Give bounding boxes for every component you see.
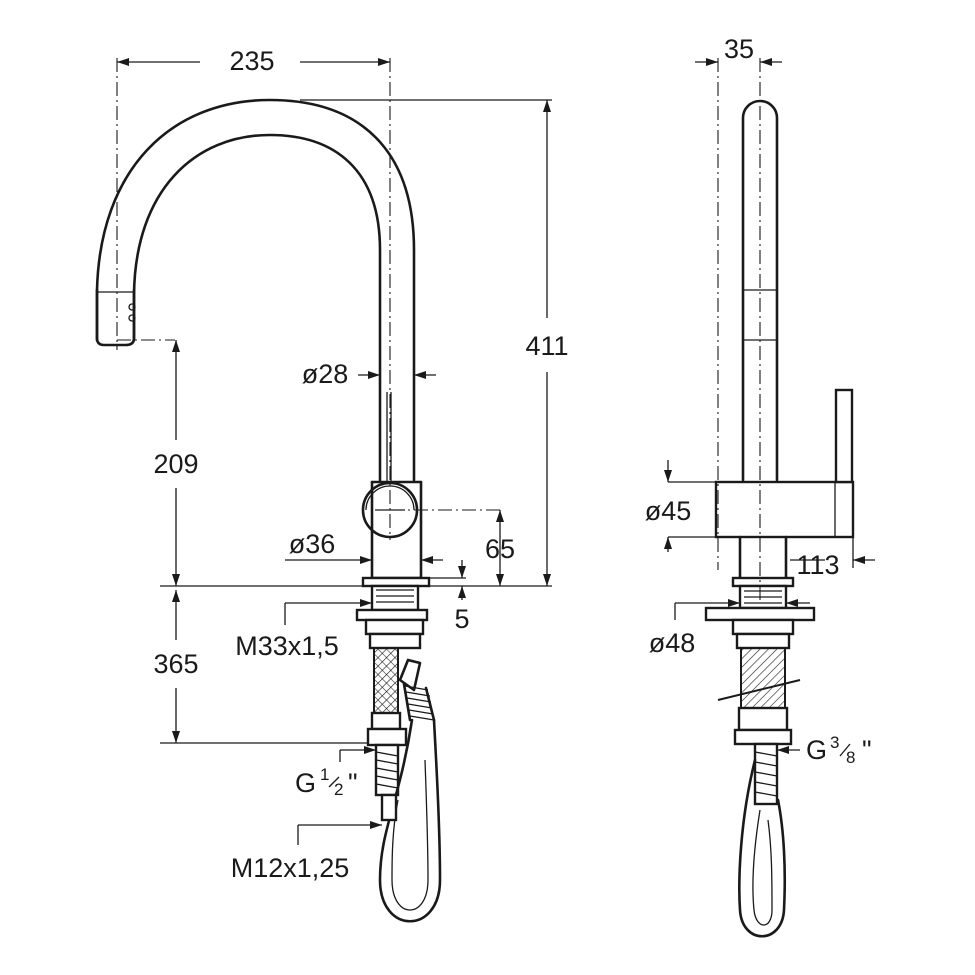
dim-hose-365: 365	[153, 590, 368, 744]
dim-hose-thread: M12x1,25	[231, 821, 382, 883]
dim-width-235: 235	[117, 46, 390, 76]
label-113: 113	[796, 550, 839, 580]
spring-coil	[402, 682, 436, 722]
dim-thread-m33: M33x1,5	[235, 599, 372, 661]
dim-side-35: 35	[695, 34, 782, 66]
label-frac-bottom: 2	[334, 780, 343, 799]
dim-spout-diameter: ø28	[302, 359, 436, 389]
label-209: 209	[153, 449, 198, 479]
dim-side-diameter-45: ø45	[645, 460, 716, 552]
dim-connection-g12: G 1 2 "	[295, 746, 376, 799]
label-o48: ø48	[649, 628, 696, 658]
label-side-quote: "	[862, 735, 872, 765]
label-g: G	[295, 768, 316, 798]
dim-base-5: 5	[429, 560, 470, 634]
front-view	[95, 98, 442, 923]
label-365: 365	[153, 649, 198, 679]
label-quote: "	[348, 768, 358, 798]
dim-height-411: 411	[300, 99, 569, 587]
label-411: 411	[525, 331, 568, 361]
dim-body-diameter: ø36	[285, 529, 443, 564]
label-m33: M33x1,5	[235, 631, 339, 661]
dim-side-connection: G 3 8 "	[777, 733, 872, 767]
label-5: 5	[454, 604, 469, 634]
dim-outlet-209: 209	[153, 340, 372, 587]
side-view	[704, 99, 855, 938]
label-35: 35	[724, 34, 754, 64]
label-side-g: G	[806, 735, 827, 765]
dim-handle-65: 65	[485, 510, 515, 586]
label-m12: M12x1,25	[231, 853, 350, 883]
label-side-frac-bottom: 8	[846, 748, 855, 767]
label-235: 235	[229, 46, 274, 76]
dim-side-113: 113	[790, 537, 875, 580]
dim-side-diameter-48: ø48	[649, 599, 810, 658]
label-65: 65	[485, 534, 515, 564]
label-frac-top: 1	[320, 765, 329, 784]
label-o45: ø45	[645, 496, 692, 526]
label-o36: ø36	[289, 529, 336, 559]
label-side-frac-top: 3	[830, 733, 839, 752]
label-o28: ø28	[302, 359, 349, 389]
